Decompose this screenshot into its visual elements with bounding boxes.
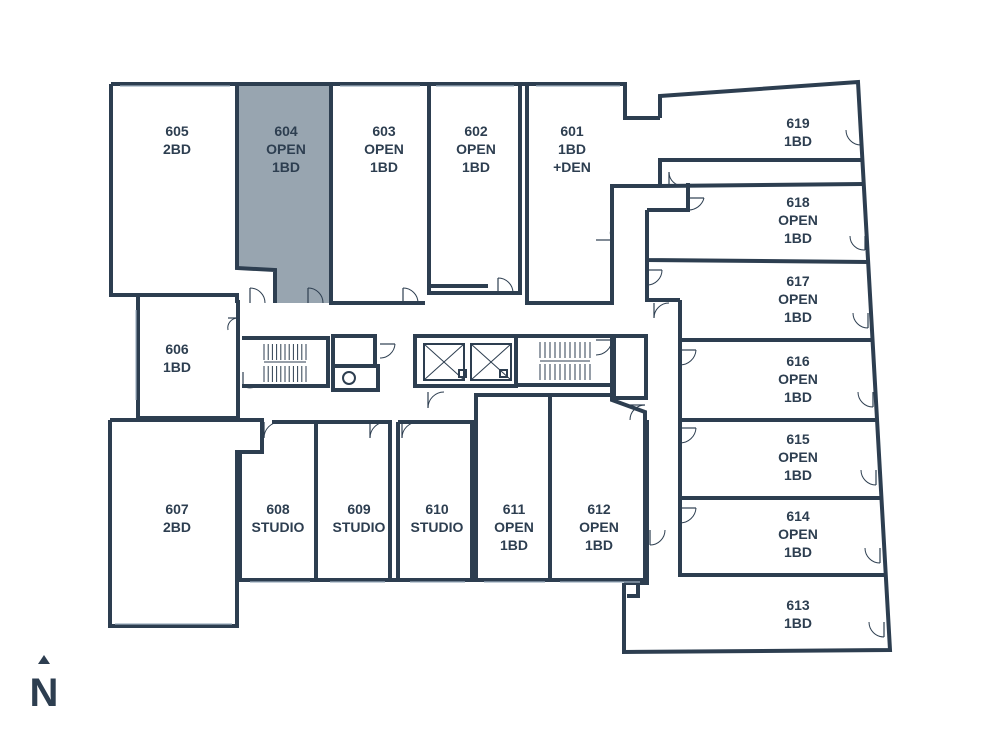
door-swing <box>668 171 685 187</box>
elevators <box>342 343 512 385</box>
door-swing <box>242 372 258 389</box>
door-swing <box>307 287 324 304</box>
door-swing <box>629 404 646 421</box>
door-swing <box>427 391 445 409</box>
north-arrow-icon: N <box>30 655 59 715</box>
unit-604-highlight <box>237 86 331 303</box>
doors <box>227 129 885 638</box>
door-swing <box>845 129 862 146</box>
door-swing <box>497 277 514 294</box>
door-swing <box>852 312 869 329</box>
windows <box>115 85 640 625</box>
door-swing <box>860 469 877 486</box>
door-swing <box>679 427 697 444</box>
door-swing <box>649 529 666 546</box>
door-swing <box>249 287 266 304</box>
stairs <box>263 342 591 382</box>
door-swing <box>653 302 670 319</box>
door-swing <box>687 197 705 211</box>
door-swing <box>857 391 874 408</box>
door-swing <box>379 343 396 359</box>
door-swing <box>401 421 419 439</box>
north-letter: N <box>30 671 59 715</box>
door-swing <box>864 547 881 564</box>
door-swing <box>646 269 663 286</box>
door-swing <box>679 349 697 366</box>
door-swing <box>595 339 613 356</box>
door-swing <box>849 235 866 251</box>
door-swing <box>227 317 239 331</box>
door-swing <box>596 225 613 241</box>
walls <box>108 79 893 655</box>
door-swing <box>868 621 885 638</box>
door-swing <box>369 421 387 439</box>
door-swing <box>402 287 419 304</box>
door-swing <box>679 507 697 524</box>
door-swing <box>263 421 281 439</box>
